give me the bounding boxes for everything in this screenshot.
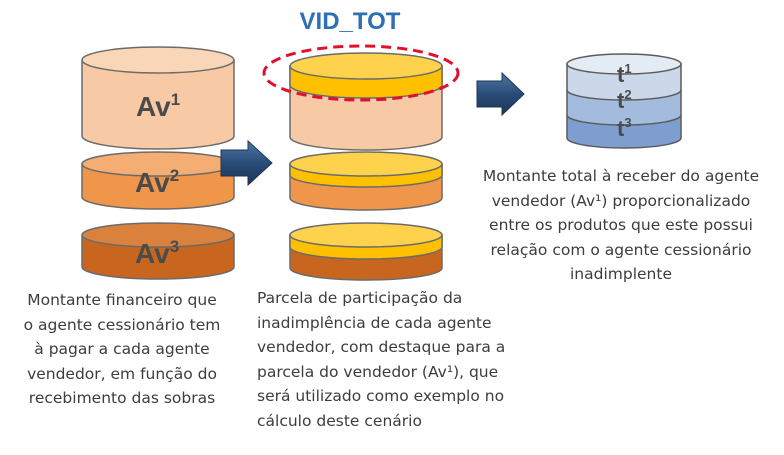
cylinder-t: t1 t2 t3 [566,53,682,149]
av1-sup: 1 [171,90,180,109]
av2-label: Av [135,167,170,198]
caption-line: Montante total à receber do agente [482,167,760,185]
caption-line: inadimplência de cada agente [257,313,492,332]
caption-line: Montante financeiro que [27,291,217,309]
caption-line: recebimento das sobras [28,389,216,407]
svg-text:Av1: Av1 [136,90,180,122]
caption-middle: Parcela de participação da inadimplência… [257,286,557,433]
av3-sup: 3 [170,237,179,256]
cylinder-av1: Av1 [81,46,235,150]
caption-line: vendedor, em função do [27,364,217,383]
caption-line: inadimplente [570,265,672,283]
caption-line: Parcela de participação da [257,289,463,307]
t3-label: t [617,116,625,141]
caption-line: parcela do vendedor (Av¹), que [257,362,499,381]
caption-left: Montante financeiro que o agente cession… [6,288,238,411]
arrow-right-icon [476,71,525,117]
svg-text:t2: t2 [617,87,632,113]
caption-line: o agente cessionário tem [23,315,221,334]
caption-line: vendedor (Av¹) proporcionalizado [491,191,751,210]
av1-label: Av [136,91,171,122]
caption-line: será utilizado como exemplo no [257,387,505,405]
caption-line: à pagar a cada agente [34,340,210,358]
t2-sup: 2 [624,87,631,102]
t1-sup: 1 [624,61,631,76]
cylinder-vid-tot-2 [289,151,443,211]
svg-text:Av3: Av3 [135,237,179,269]
av3-label: Av [135,238,170,269]
t2-label: t [617,88,625,113]
svg-text:Av2: Av2 [135,166,179,198]
t1-label: t [617,62,625,87]
cylinder-vid-tot-1 [289,52,443,151]
arrow-right-icon [220,139,273,187]
caption-line: relação com o agente cessionário [490,240,752,259]
av2-sup: 2 [170,166,179,185]
t3-sup: 3 [624,115,631,130]
caption-right: Montante total à receber do agente vende… [458,164,784,287]
cylinder-av3: Av3 [81,222,235,280]
highlight-dashed-ellipse [262,44,460,102]
caption-line: cálculo deste cenário [257,411,422,430]
caption-line: vendedor, com destaque para a [257,338,506,356]
cylinder-vid-tot-3 [289,222,443,281]
caption-line: entre os produtos que este possui [489,216,753,234]
vid-tot-title: VID_TOT [299,8,401,35]
svg-text:t3: t3 [617,115,632,141]
svg-text:t1: t1 [617,61,632,87]
cylinder-av2: Av2 [81,151,235,210]
